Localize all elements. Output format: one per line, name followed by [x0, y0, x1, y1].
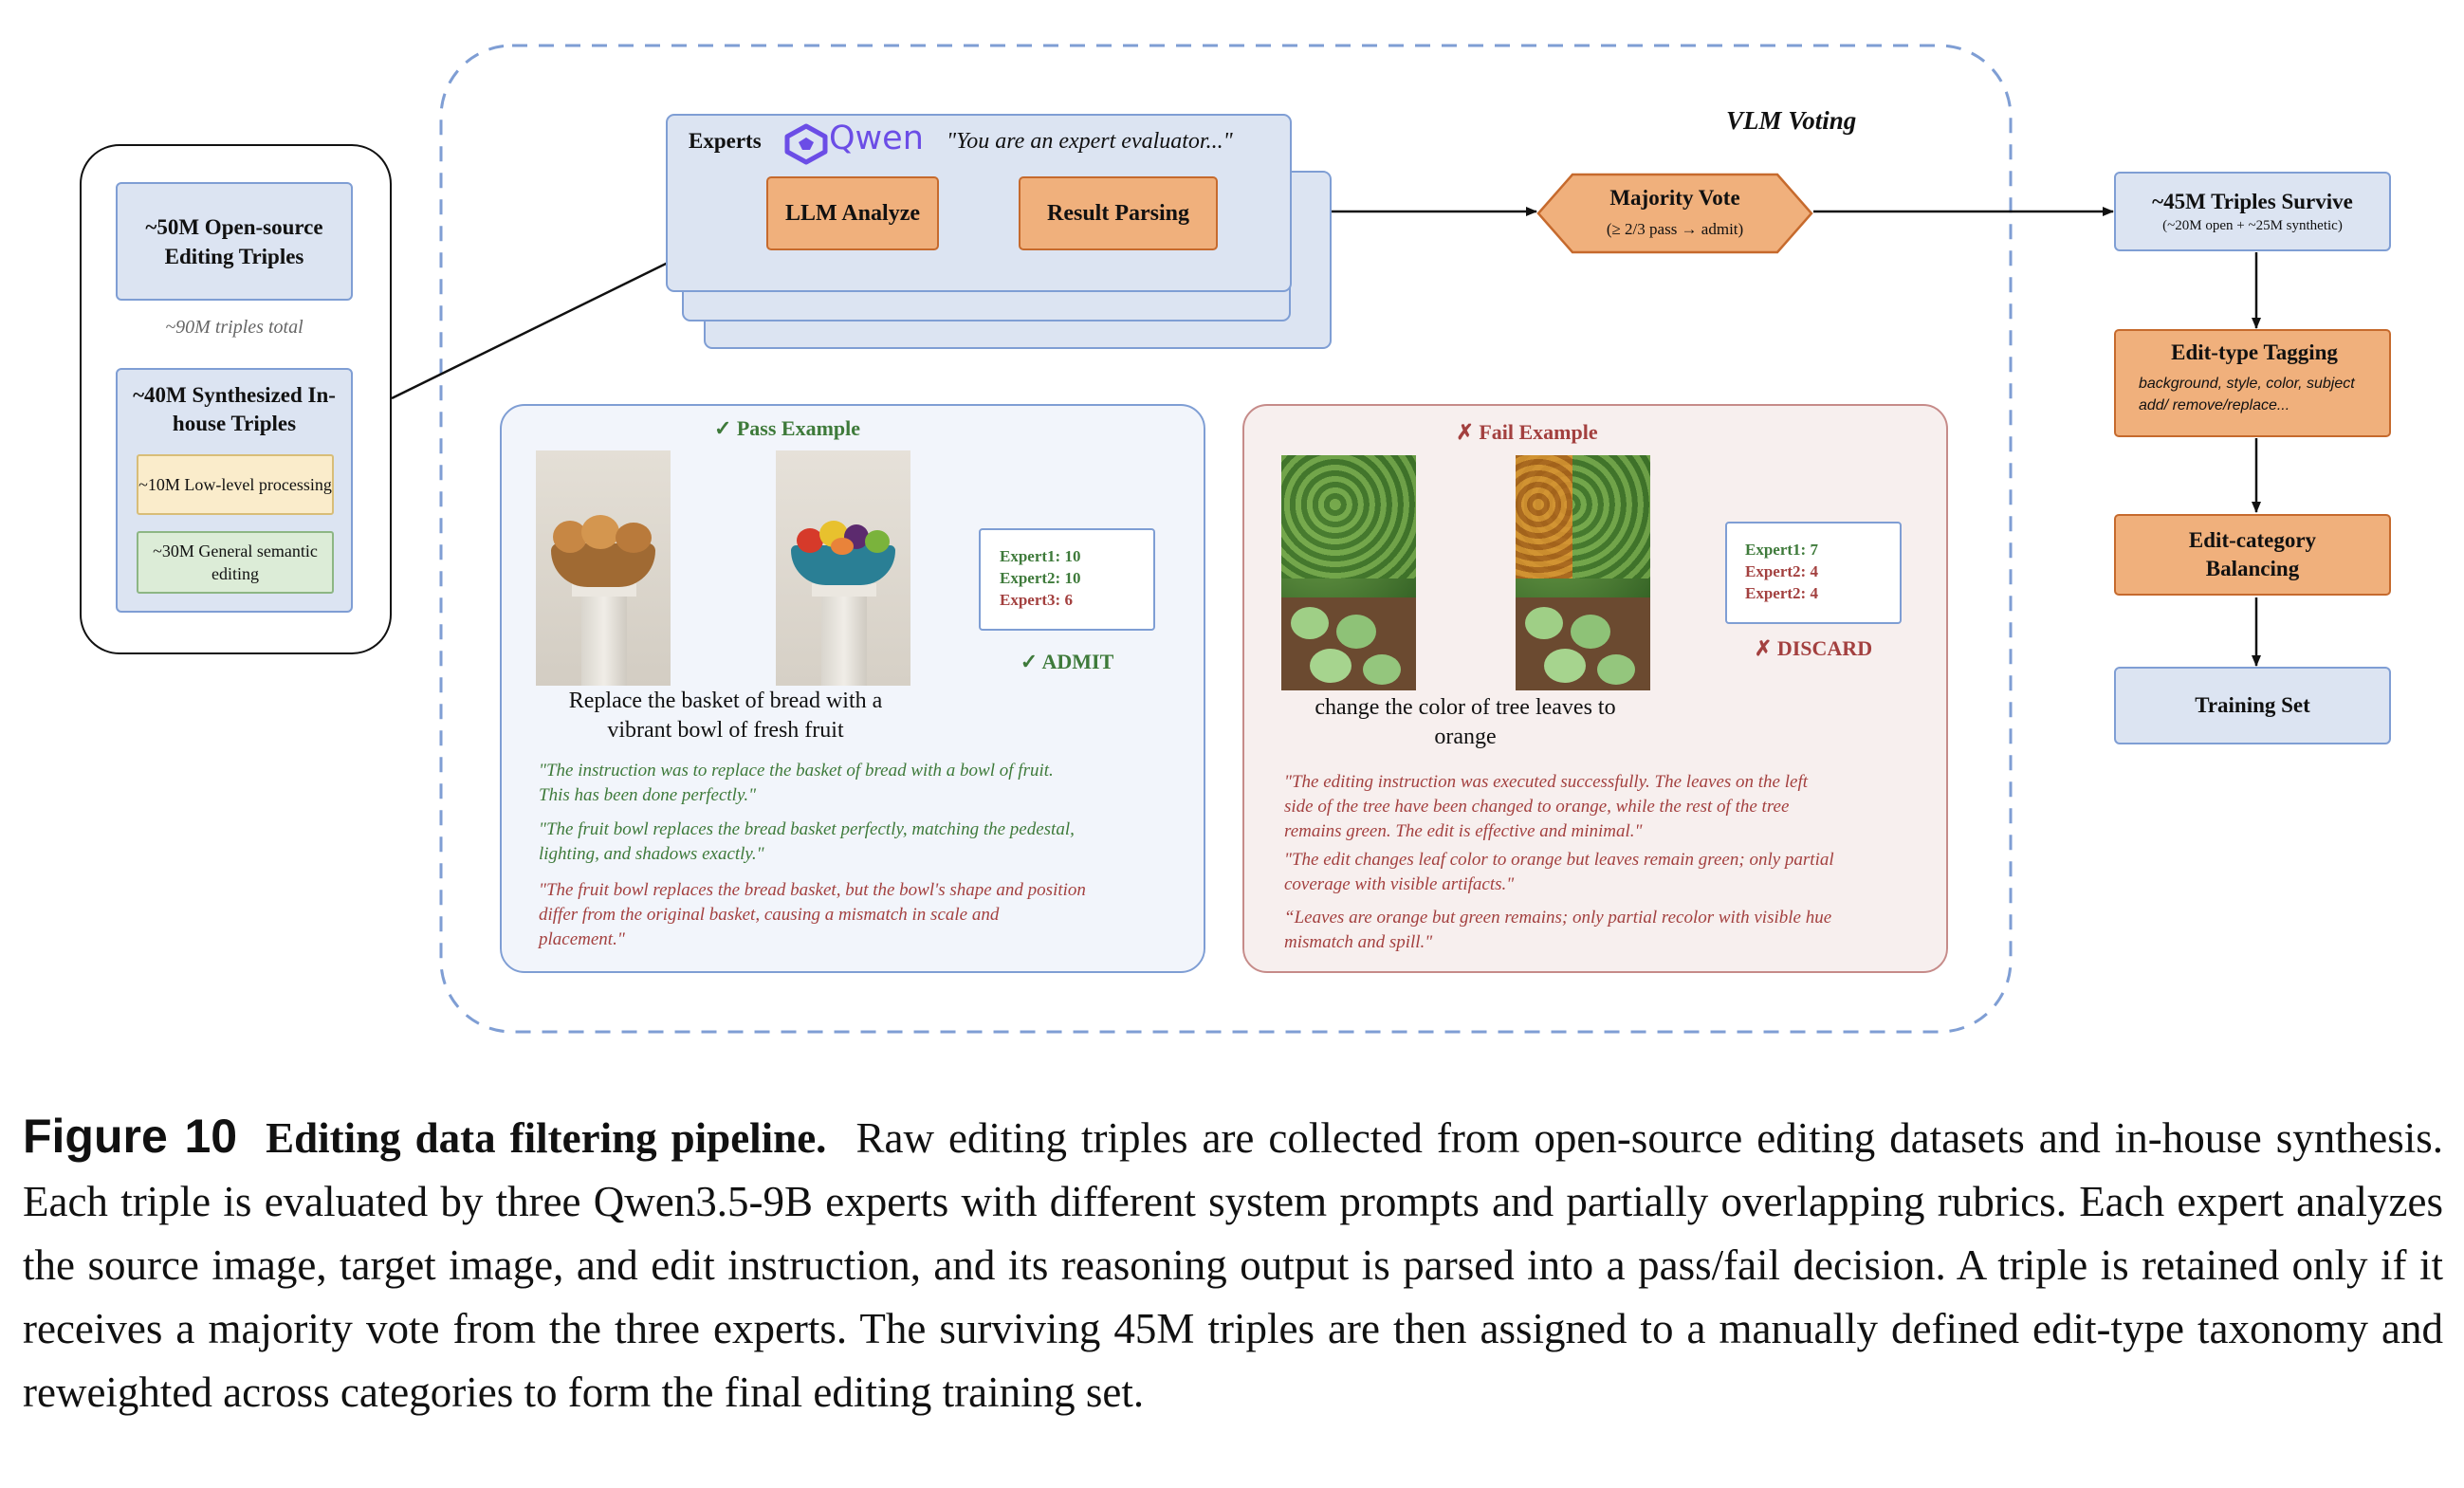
- general-semantic-label: ~30M General semantic editing: [153, 542, 318, 583]
- experts-label: Experts: [689, 129, 762, 153]
- pass-score-3: Expert3: 6: [1000, 591, 1073, 609]
- pass-verdict: ✓ ADMIT: [1020, 650, 1114, 673]
- pass-score-2: Expert2: 10: [1000, 569, 1081, 587]
- triples-survive-box: ~45M Triples Survive (~20M open + ~25M s…: [2114, 172, 2391, 251]
- fail-score-1: Expert1: 7: [1745, 541, 1818, 559]
- pass-target-image: [776, 450, 910, 686]
- fail-example-title: ✗ Fail Example: [1456, 420, 1598, 444]
- edit-type-tagging-title: Edit-type Tagging: [2171, 340, 2338, 364]
- open-source-triples-box: ~50M Open-source Editing Triples: [116, 182, 353, 301]
- fail-source-image: [1281, 455, 1416, 690]
- pass-example-title: ✓ Pass Example: [713, 416, 861, 440]
- pass-instruction: Replace the basket of bread with a vibra…: [568, 689, 883, 743]
- result-parsing-label: Result Parsing: [1047, 200, 1189, 226]
- figure-label: Figure 10: [23, 1110, 238, 1163]
- edit-type-tagging-sub: background, style, color, subject add/ r…: [2139, 376, 2355, 413]
- training-set-box: Training Set: [2114, 667, 2391, 744]
- open-source-triples-label: ~50M Open-source Editing Triples: [145, 214, 323, 268]
- figure-caption-body: Raw editing triples are collected from o…: [23, 1114, 2443, 1416]
- pass-quote-2: "The fruit bowl replaces the bread baske…: [539, 819, 1075, 864]
- llm-analyze-label: LLM Analyze: [785, 200, 920, 226]
- pass-source-image: [536, 450, 671, 686]
- training-set-label: Training Set: [2195, 693, 2310, 717]
- pass-score-1: Expert1: 10: [1000, 547, 1081, 565]
- llm-analyze-box: LLM Analyze: [766, 176, 939, 250]
- low-level-box: ~10M Low-level processing: [137, 454, 334, 515]
- vlm-voting-title: VLM Voting: [1726, 106, 1857, 135]
- low-level-label: ~10M Low-level processing: [138, 475, 332, 494]
- fail-target-image: [1516, 455, 1650, 690]
- triples-survive-sub: (~20M open + ~25M synthetic): [2162, 217, 2343, 233]
- general-semantic-box: ~30M General semantic editing: [137, 531, 334, 594]
- edit-type-tagging-box: Edit-type Tagging background, style, col…: [2114, 329, 2391, 437]
- fail-score-3: Expert2: 4: [1745, 584, 1818, 602]
- qwen-logo-icon: [783, 123, 829, 165]
- total-triples-note: ~90M triples total: [165, 316, 303, 338]
- edit-category-balancing-box: Edit-category Balancing: [2114, 514, 2391, 596]
- pass-quote-3: "The fruit bowl replaces the bread baske…: [539, 880, 1086, 949]
- synthesized-triples-label: ~40M Synthesized In-house Triples: [133, 383, 336, 435]
- fail-score-2: Expert2: 4: [1745, 562, 1818, 580]
- system-prompt-text: "You are an expert evaluator...": [947, 129, 1233, 154]
- majority-vote-title: Majority Vote: [1609, 186, 1740, 210]
- qwen-logo-text: Qwen: [829, 119, 924, 157]
- edit-category-balancing-label: Edit-category Balancing: [2188, 528, 2317, 580]
- pass-scores-box: [979, 528, 1155, 631]
- figure-caption-title: Editing data filtering pipeline.: [266, 1114, 827, 1162]
- fail-verdict: ✗ DISCARD: [1754, 636, 1873, 660]
- fail-quote-3: “Leaves are orange but green remains; on…: [1284, 908, 1832, 952]
- fail-scores-box: [1725, 522, 1902, 624]
- majority-vote-rule: (≥ 2/3 pass → admit): [1606, 220, 1744, 238]
- pass-quote-1: "The instruction was to replace the bask…: [539, 761, 1054, 805]
- triples-survive-title: ~45M Triples Survive: [2152, 189, 2353, 213]
- fail-quote-2: "The edit changes leaf color to orange b…: [1284, 850, 1834, 894]
- fail-instruction: change the color of tree leaves to orang…: [1315, 695, 1616, 749]
- figure-caption: Figure 10 Editing data filtering pipeline…: [23, 1105, 2443, 1484]
- fail-quote-1: "The editing instruction was executed su…: [1284, 772, 1809, 841]
- result-parsing-box: Result Parsing: [1019, 176, 1218, 250]
- majority-vote-hexagon: [1536, 173, 1813, 254]
